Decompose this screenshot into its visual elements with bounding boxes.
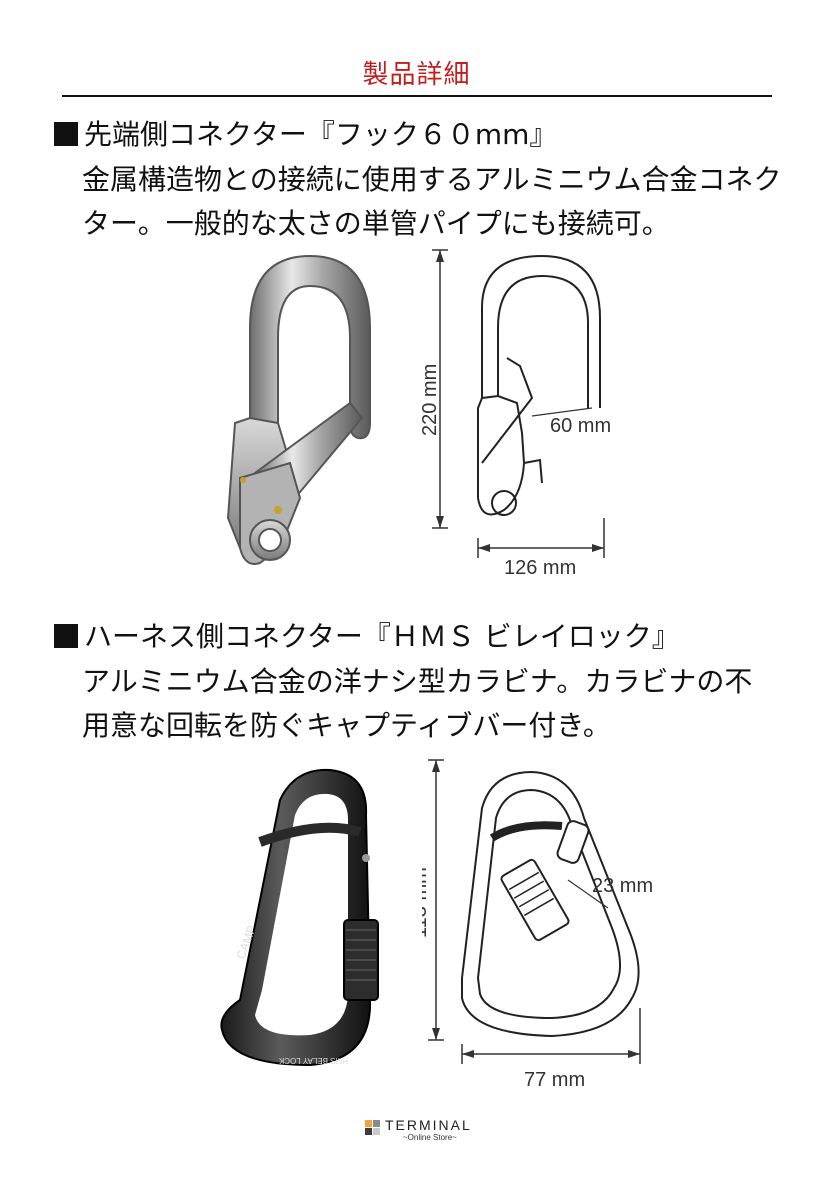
section-carabiner: ハーネス側コネクター『ＨＭＳ ビレイロック』 アルミニウム合金の洋ナシ型カラビナ… xyxy=(54,618,794,748)
header-divider xyxy=(62,95,772,97)
hook-gate-label: 60 mm xyxy=(550,415,611,437)
hook-photo xyxy=(226,254,371,565)
logo-subtitle: ~Online Store~ xyxy=(403,1133,457,1142)
square-bullet-icon xyxy=(54,122,78,146)
hook-width-label: 126 mm xyxy=(504,557,576,579)
section-title-text: 先端側コネクター『フック６０mm』 xyxy=(84,118,558,151)
description-line: 用意な回転を防ぐキャプティブバー付き。 xyxy=(82,709,611,742)
description-line: 金属構造物との接続に使用するアルミニウム合金コネク xyxy=(82,163,782,196)
carabiner-width-label: 77 mm xyxy=(524,1069,585,1091)
logo-name: TERMINAL xyxy=(385,1117,472,1133)
carabiner-model-marking: HMS BELAY LOCK xyxy=(278,1056,348,1065)
carabiner-dimension-drawing: 113 mm 23 mm 77 mm xyxy=(422,759,653,1091)
carabiner-height-label: 113 mm xyxy=(422,867,431,938)
carabiner-photo: CAMP HMS BELAY LOCK xyxy=(220,768,379,1067)
section-description: 金属構造物との接続に使用するアルミニウム合金コネク ター。一般的な太さの単管パイ… xyxy=(54,158,794,246)
page-title: 製品詳細 xyxy=(362,60,471,90)
logo-mark-icon xyxy=(365,1120,381,1136)
section-title: 先端側コネクター『フック６０mm』 xyxy=(54,116,794,154)
description-line: ター。一般的な太さの単管パイプにも接続可。 xyxy=(82,207,670,240)
hook-height-label: 220 mm xyxy=(419,364,441,436)
hook-dimension-drawing: 220 mm 60 mm 126 mm xyxy=(419,249,611,579)
section-title-text: ハーネス側コネクター『ＨＭＳ ビレイロック』 xyxy=(84,620,680,653)
square-bullet-icon xyxy=(54,624,78,648)
description-line: アルミニウム合金の洋ナシ型カラビナ。カラビナの不 xyxy=(82,665,753,698)
section-title: ハーネス側コネクター『ＨＭＳ ビレイロック』 xyxy=(54,618,794,656)
section-hook: 先端側コネクター『フック６０mm』 金属構造物との接続に使用するアルミニウム合金… xyxy=(54,116,794,246)
carabiner-gate-label: 23 mm xyxy=(592,875,653,897)
section-description: アルミニウム合金の洋ナシ型カラビナ。カラビナの不 用意な回転を防ぐキャプティブバ… xyxy=(54,660,794,748)
